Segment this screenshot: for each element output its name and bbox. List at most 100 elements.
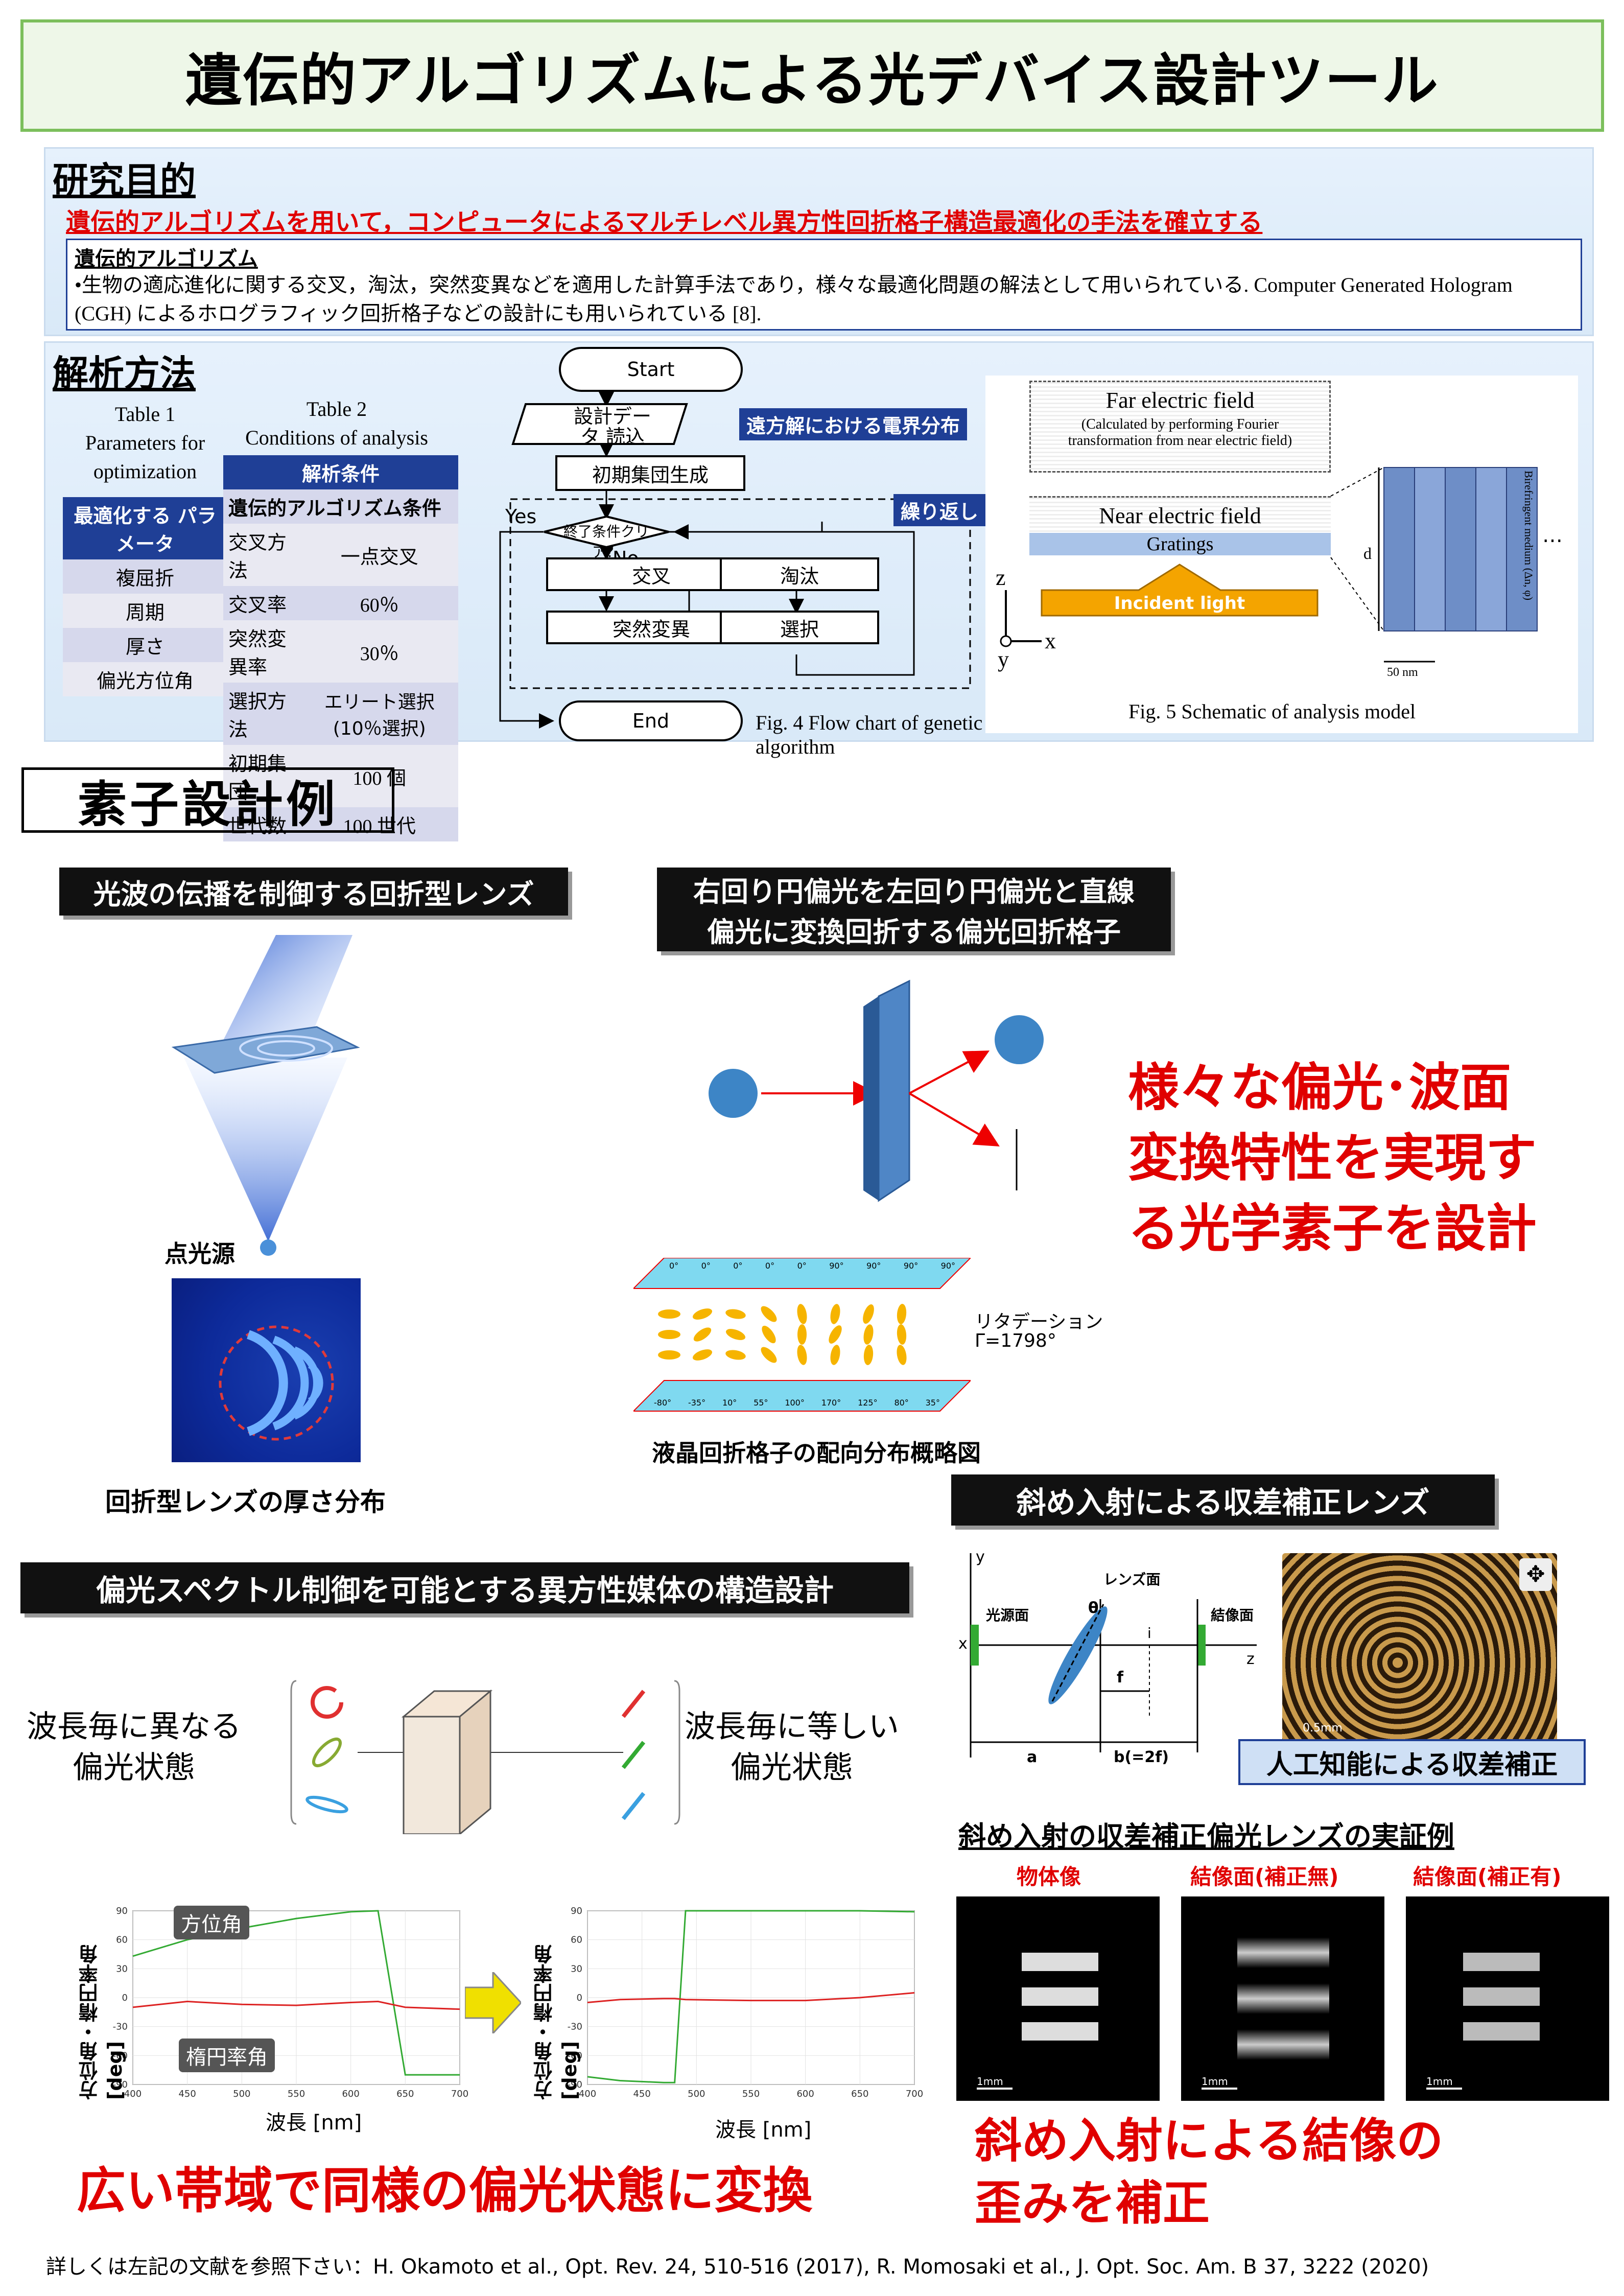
- lens-caption: 回折型レンズの厚さ分布: [105, 1487, 386, 1517]
- ylabel-after: 方位角・楕円率角 [deg]: [533, 1944, 581, 2100]
- proof-label: 物体像: [1017, 1864, 1081, 1889]
- angle-label: 10°: [722, 1398, 737, 1408]
- table2-val: 100 世代: [343, 816, 416, 837]
- far-field-title: Far electric field: [1105, 388, 1255, 413]
- analysis-model: Far electric field (Calculated by perfor…: [985, 376, 1578, 733]
- y-tick-label: 90: [116, 1906, 128, 1916]
- angle-label: 0°: [765, 1261, 775, 1271]
- aberr-lens: レンズ面: [1103, 1571, 1161, 1588]
- pol-grating-svg: [709, 979, 1044, 1202]
- right-text-line: 波長毎に等しい: [685, 1709, 899, 1745]
- loop-label: 繰り返し: [893, 494, 986, 526]
- bottom-red-right: 斜め入射による結像の 歪みを補正: [975, 2110, 1443, 2235]
- flow-selection-out: 淘汰: [720, 557, 879, 591]
- y-tick-label: 30: [571, 1963, 582, 1974]
- aberr-f: f: [1117, 1669, 1124, 1686]
- x-tick-label: 450: [633, 2089, 650, 2099]
- lens-beam-svg: [171, 935, 360, 1256]
- lens-bar: 光波の伝播を制御する回折型レンズ: [59, 868, 568, 916]
- image-bar: [1237, 1983, 1329, 2014]
- left-text: 波長毎に異なる 偏光状態: [27, 1706, 241, 1788]
- lc-diagram: 0°0°0°0°0°90°90°90°90° -80°-35°10°55°100…: [632, 1257, 972, 1426]
- axis-y: y: [998, 647, 1009, 672]
- big-red-line: 変換特性を実現す: [1128, 1128, 1537, 1188]
- object-image: 1mm: [956, 1896, 1160, 2101]
- ga-box-title: 遺伝的アルゴリズム: [75, 247, 258, 271]
- angle-label: -35°: [688, 1398, 706, 1408]
- angle-label: 0°: [701, 1261, 711, 1271]
- flow-end: End: [559, 700, 743, 741]
- x-tick-label: 400: [124, 2089, 142, 2099]
- table2-key: 初期集団: [228, 753, 287, 803]
- ga-box-text: •生物の適応進化に関する交叉，淘汰，突然変異などを適用した計算手法であり，様々な…: [75, 273, 1513, 325]
- table2-val: エリート選択 (10％選択): [324, 692, 435, 739]
- y-tick-label: -60: [568, 2050, 582, 2061]
- near-field-title: Near electric field: [1099, 503, 1261, 528]
- series-line: [587, 1992, 915, 2003]
- analysis-heading: 解析方法: [53, 353, 196, 394]
- x-tick-label: 600: [342, 2089, 359, 2099]
- table2-caption-line2: Conditions of analysis: [245, 426, 428, 449]
- table2-key: 選択方法: [228, 690, 287, 741]
- series-line: [132, 2001, 460, 2010]
- lens-diagram: [153, 935, 409, 1262]
- aberr-b: b(=2f): [1114, 1748, 1169, 1766]
- examples-heading: 素子設計例: [21, 767, 394, 833]
- image-bar: [1237, 2029, 1329, 2060]
- x-tick-label: 700: [906, 2089, 923, 2099]
- bottom-red-left: 広い帯域で同様の偏光状態に変換: [77, 2162, 812, 2219]
- aberr-theta: θ: [1088, 1599, 1099, 1617]
- model-svg: [1000, 467, 1538, 663]
- y-tick-label: -90: [568, 2079, 582, 2090]
- medium-svg: [290, 1680, 680, 1836]
- x-tick-label: 500: [233, 2089, 250, 2099]
- image-bar: [1463, 2022, 1540, 2041]
- image-bar: [1463, 1987, 1540, 2006]
- table1-caption-line1: Table 1: [114, 403, 176, 426]
- table2-key: 世代数: [228, 815, 287, 837]
- y-tick-label: 0: [577, 1993, 582, 2003]
- aberr-i: i: [1147, 1625, 1151, 1642]
- scale-label: 1mm: [1202, 2075, 1237, 2090]
- far-field-box: Far electric field (Calculated by perfor…: [1029, 381, 1331, 473]
- aberr-svg: [970, 1553, 1257, 1758]
- table1-caption: Table 1 Parameters for optimization: [61, 400, 229, 486]
- bottom-red-right-line: 斜め入射による結像の: [975, 2114, 1444, 2168]
- lens-thickness-svg: [219, 1325, 334, 1441]
- angle-label: 80°: [894, 1398, 909, 1408]
- x-tick-label: 650: [851, 2089, 868, 2099]
- series-line: [587, 1910, 915, 2083]
- table2-header: 解析条件: [223, 455, 458, 489]
- y-tick-label: 60: [116, 1935, 128, 1946]
- gamma-label: Γ=1798°: [975, 1330, 1056, 1351]
- xlabel-before: 波長 [nm]: [266, 2111, 362, 2135]
- x-tick-label: 550: [288, 2089, 305, 2099]
- page-title: 遺伝的アルゴリズムによる光デバイス設計ツール: [20, 19, 1604, 132]
- move-icon[interactable]: ✥: [1519, 1558, 1552, 1591]
- lc-bottom-angles: -80°-35°10°55°100°170°125°80°35°: [654, 1398, 940, 1408]
- pol-bar-line1: 右回り円偏光を左回り円偏光と直線: [693, 876, 1135, 908]
- ylabel-before: 方位角・楕円率角 [deg]: [79, 1944, 126, 2100]
- model-d: d: [1363, 544, 1372, 563]
- proof-label: 結像面(補正無): [1190, 1864, 1339, 1889]
- angle-label: 35°: [925, 1398, 940, 1408]
- flow-select: 選択: [720, 611, 879, 644]
- purpose-heading: 研究目的: [53, 159, 196, 201]
- x-tick-label: 700: [451, 2089, 468, 2099]
- y-tick-label: 30: [116, 1963, 128, 1974]
- table2-val: 100 個: [352, 767, 406, 789]
- y-tick-label: 0: [122, 1993, 128, 2003]
- image-bar: [1022, 1953, 1098, 1971]
- x-tick-label: 600: [796, 2089, 814, 2099]
- arrow-yellow: [464, 1970, 523, 2035]
- angle-label: 90°: [829, 1261, 844, 1271]
- aberr-diagram: y x z 光源面 レンズ面 θ 結像面 i f a b(=2f): [950, 1548, 1267, 1773]
- scale-label: 1mm: [977, 2075, 1013, 2090]
- y-tick-label: -90: [113, 2079, 128, 2090]
- table2-key: 交叉方法: [228, 531, 287, 582]
- ga-box: 遺伝的アルゴリズム •生物の適応進化に関する交叉，淘汰，突然変異などを適用した計…: [66, 239, 1582, 331]
- far-field-note: (Calculated by performing Fourier transf…: [1068, 416, 1292, 449]
- spec-bar: 偏光スペクトル制御を可能とする異方性媒体の構造設計: [20, 1562, 909, 1613]
